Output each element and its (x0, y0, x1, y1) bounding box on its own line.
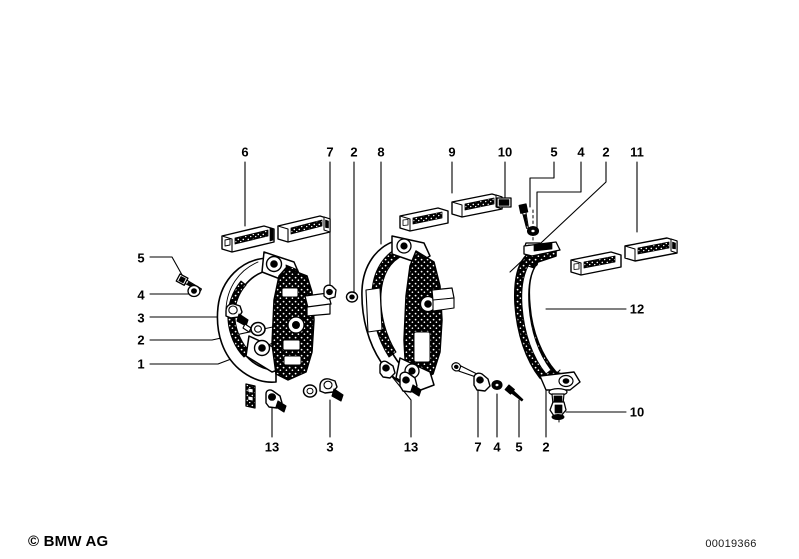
part-5-screw-bottom (504, 384, 524, 402)
part-4-washer-top (526, 225, 540, 237)
bar-9-left (399, 207, 449, 232)
part-6-bar-pair (221, 215, 331, 253)
callout-left-2-3: 2 (137, 332, 145, 348)
bar-6-right (277, 215, 331, 243)
leader-13-b (384, 367, 412, 438)
part-11-bar-pair (570, 237, 678, 276)
part-8-caliper-center (361, 235, 455, 392)
callout-top-9-4: 9 (448, 144, 456, 160)
callout-top-2-8: 2 (602, 144, 610, 160)
part-12-strut (513, 241, 581, 391)
part-4-washer-bottom (491, 379, 503, 391)
part-5-bolt-top (518, 203, 529, 229)
callout-bottom-5-5: 5 (515, 439, 523, 455)
part-4-washer-left (187, 284, 201, 298)
caliper-left-body (271, 267, 332, 381)
leader-2-left (149, 321, 297, 341)
callout-bottom-13-2: 13 (403, 439, 419, 455)
part-3-fitting-lower (319, 378, 344, 402)
part-13-clip-a (245, 383, 256, 409)
part-13-clip-c (379, 360, 396, 379)
diagram-id: 00019366 (705, 538, 757, 550)
callout-left-4-1: 4 (137, 287, 145, 303)
callout-bottom-7-3: 7 (474, 439, 482, 455)
leader-2-top2 (509, 161, 607, 273)
part-1-caliper-left (216, 251, 332, 383)
part-10-plug-bottom (549, 401, 567, 421)
callout-bottom-3-1: 3 (326, 439, 334, 455)
strut-foot (539, 371, 581, 391)
part-13-clip-b (265, 389, 287, 413)
part-7-bracket-bottom (473, 372, 491, 392)
leader-lines-right (545, 308, 627, 413)
callout-bottom-13-0: 13 (264, 439, 280, 455)
callout-left-5-0: 5 (137, 250, 145, 266)
callout-top-8-3: 8 (377, 144, 385, 160)
callout-top-7-1: 7 (326, 144, 334, 160)
callout-top-10-5: 10 (497, 144, 513, 160)
copyright-notice: © BMW AG (28, 533, 109, 550)
callout-top-6-0: 6 (241, 144, 249, 160)
leader-4-top (536, 161, 582, 231)
part-7-pin-top (323, 284, 337, 300)
leader-5-left (149, 256, 187, 283)
callout-right-10-1: 10 (629, 404, 645, 420)
leader-lines-top (244, 161, 638, 297)
callout-left-1-4: 1 (137, 356, 145, 372)
callout-top-11-9: 11 (630, 144, 644, 160)
bar-11-left (570, 251, 622, 276)
part-10-plug-top (496, 197, 512, 208)
leader-5-top (529, 161, 555, 208)
part-2-oring-lower (302, 384, 318, 398)
callout-bottom-2-6: 2 (542, 439, 550, 455)
part-2-washer-top (345, 291, 359, 303)
bar-11-right (624, 237, 678, 262)
part-13-clip-d (399, 371, 422, 397)
bar-9-right (451, 193, 503, 218)
callout-top-2-2: 2 (350, 144, 358, 160)
callout-right-12-0: 12 (629, 301, 645, 317)
part-2-oring-left (250, 321, 266, 337)
callout-left-3-2: 3 (137, 310, 145, 326)
callout-bottom-4-4: 4 (493, 439, 501, 455)
callout-top-5-6: 5 (550, 144, 558, 160)
callout-top-4-7: 4 (577, 144, 585, 160)
part-9-bar-pair (399, 193, 503, 232)
part-7-pin-bottom (451, 362, 479, 378)
caliper-center-body (403, 250, 455, 383)
part-3-fitting-left (225, 303, 252, 333)
bar-6-left (221, 225, 275, 253)
